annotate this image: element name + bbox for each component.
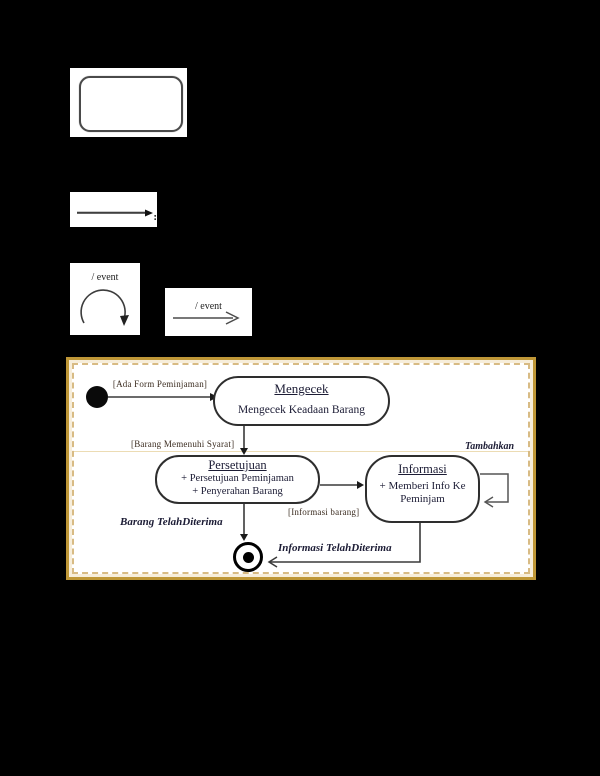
state-persetujuan: Persetujuan + Persetujuan Peminjaman + P… [155,455,320,504]
state-persetujuan-title: Persetujuan [208,458,267,472]
final-state-dot [242,551,254,563]
self-transition-event-label: / event [91,272,119,283]
transition-label-tambahkan: Tambahkan [465,441,515,452]
scan-artifact-mark: : [153,211,157,223]
state-mengecek-title: Mengecek [274,381,329,396]
initial-state-node [86,386,108,408]
transition-arrow-icon [77,209,153,217]
state-persetujuan-line2: + Penyerahan Barang [192,485,283,497]
transition-label-informasi-barang: [Informasi barang] [288,507,360,517]
state-informasi-line1: + Memberi Info Ke [379,480,466,492]
scan-faint-rule [74,451,528,452]
event-arrow-symbol-panel: / event [165,288,252,336]
transition-label-barang-telah-diterima: Barang TelahDiterima [120,516,223,528]
transition-symbol-panel: : [70,192,157,227]
state-mengecek-body: Mengecek Keadaan Barang [237,404,366,416]
state-informasi: Informasi + Memberi Info Ke Peminjam [365,455,480,523]
state-persetujuan-line1: + Persetujuan Peminjaman [181,473,294,484]
transition-label-ada-form: [Ada Form Peminjaman] [112,379,208,389]
event-arrow-label: / event [195,301,222,312]
self-transition-arc-icon [80,289,129,326]
state-informasi-line2: Peminjam [400,492,445,505]
state-symbol-panel [70,68,187,137]
activity-diagram-canvas: Mengecek Mengecek Keadaan Barang Persetu… [72,363,530,574]
state-mengecek: Mengecek Mengecek Keadaan Barang [213,376,390,426]
final-state-node [233,542,263,572]
self-transition-symbol-panel: / event [70,263,140,335]
transition-label-barang-memenuhi: [Barang Memenuhi Syarat] [131,439,235,449]
state-symbol-shape [79,76,183,132]
transition-label-informasi-telah-diterima: Informasi TelahDiterima [278,542,392,554]
activity-diagram-frame: Mengecek Mengecek Keadaan Barang Persetu… [66,357,536,580]
state-informasi-title: Informasi [398,462,447,476]
event-arrow-icon [173,311,240,325]
